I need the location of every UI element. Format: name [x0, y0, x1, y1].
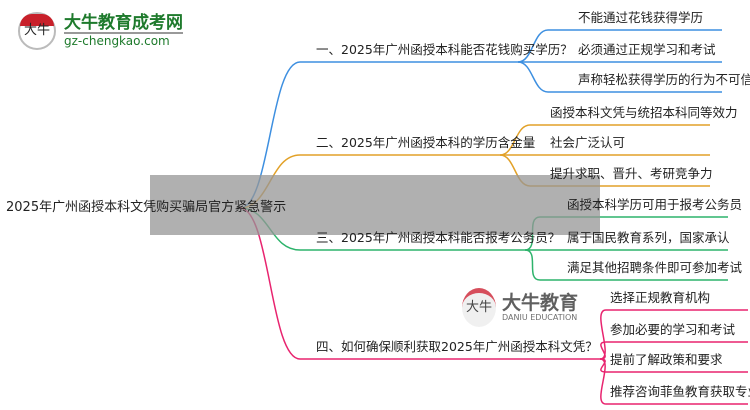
branch-1: 一、2025年广州函授本科能否花钱购买学历？ [316, 42, 573, 57]
leaf-connector [599, 358, 748, 405]
leaf: 参加必要的学习和考试 [610, 322, 736, 337]
branch-3: 三、2025年广州函授本科能否报考公务员？ [316, 230, 561, 245]
watermark-en: DANIU EDUCATION [502, 313, 578, 322]
gray-overlay [150, 175, 600, 235]
branch-2: 二、2025年广州函授本科的学历含金量 [316, 135, 536, 150]
leaf: 不能通过花钱获得学历 [578, 10, 704, 25]
leaf-connector [524, 249, 728, 281]
leaf-connector [499, 124, 710, 156]
leaf-connector [599, 341, 748, 360]
leaf: 必须通过正规学习和考试 [578, 42, 716, 57]
watermark-logo: 大牛 大牛教育 DANIU EDUCATION [462, 288, 578, 327]
leaf-connector [599, 309, 748, 360]
logo-name: 大牛教育成考网 [64, 13, 183, 33]
logo-url: gz-chengkao.com [64, 32, 183, 48]
watermark-name: 大牛教育 [502, 292, 579, 314]
leaf: 推荐咨询菲鱼教育获取专业指导 [610, 384, 750, 399]
leaf: 提升求职、晋升、考研竞争力 [550, 166, 713, 181]
leaf: 声称轻松获得学历的行为不可信 [578, 72, 750, 87]
leaf-connector [517, 61, 722, 93]
leaf: 函授本科文凭与统招本科同等效力 [550, 105, 738, 120]
watermark-mark: 大牛 [462, 288, 496, 327]
leaf: 提前了解政策和要求 [610, 352, 723, 367]
leaf: 满足其他招聘条件即可参加考试 [567, 260, 743, 275]
leaf: 选择正规教育机构 [610, 290, 711, 305]
leaf-connector [517, 29, 722, 63]
leaf: 属于国民教育系列，国家承认 [567, 230, 730, 245]
root-node: 2025年广州函授本科文凭购买骗局官方紧急警示 [6, 200, 287, 215]
leaf: 社会广泛认可 [550, 135, 626, 150]
leaf: 函授本科学历可用于报考公务员 [567, 197, 743, 212]
branch-4: 四、如何确保顺利获取2025年广州函授本科文凭？ [316, 339, 598, 354]
logo-mark: 大牛 [18, 12, 56, 50]
site-logo[interactable]: 大牛 大牛教育成考网 gz-chengkao.com [18, 12, 183, 50]
